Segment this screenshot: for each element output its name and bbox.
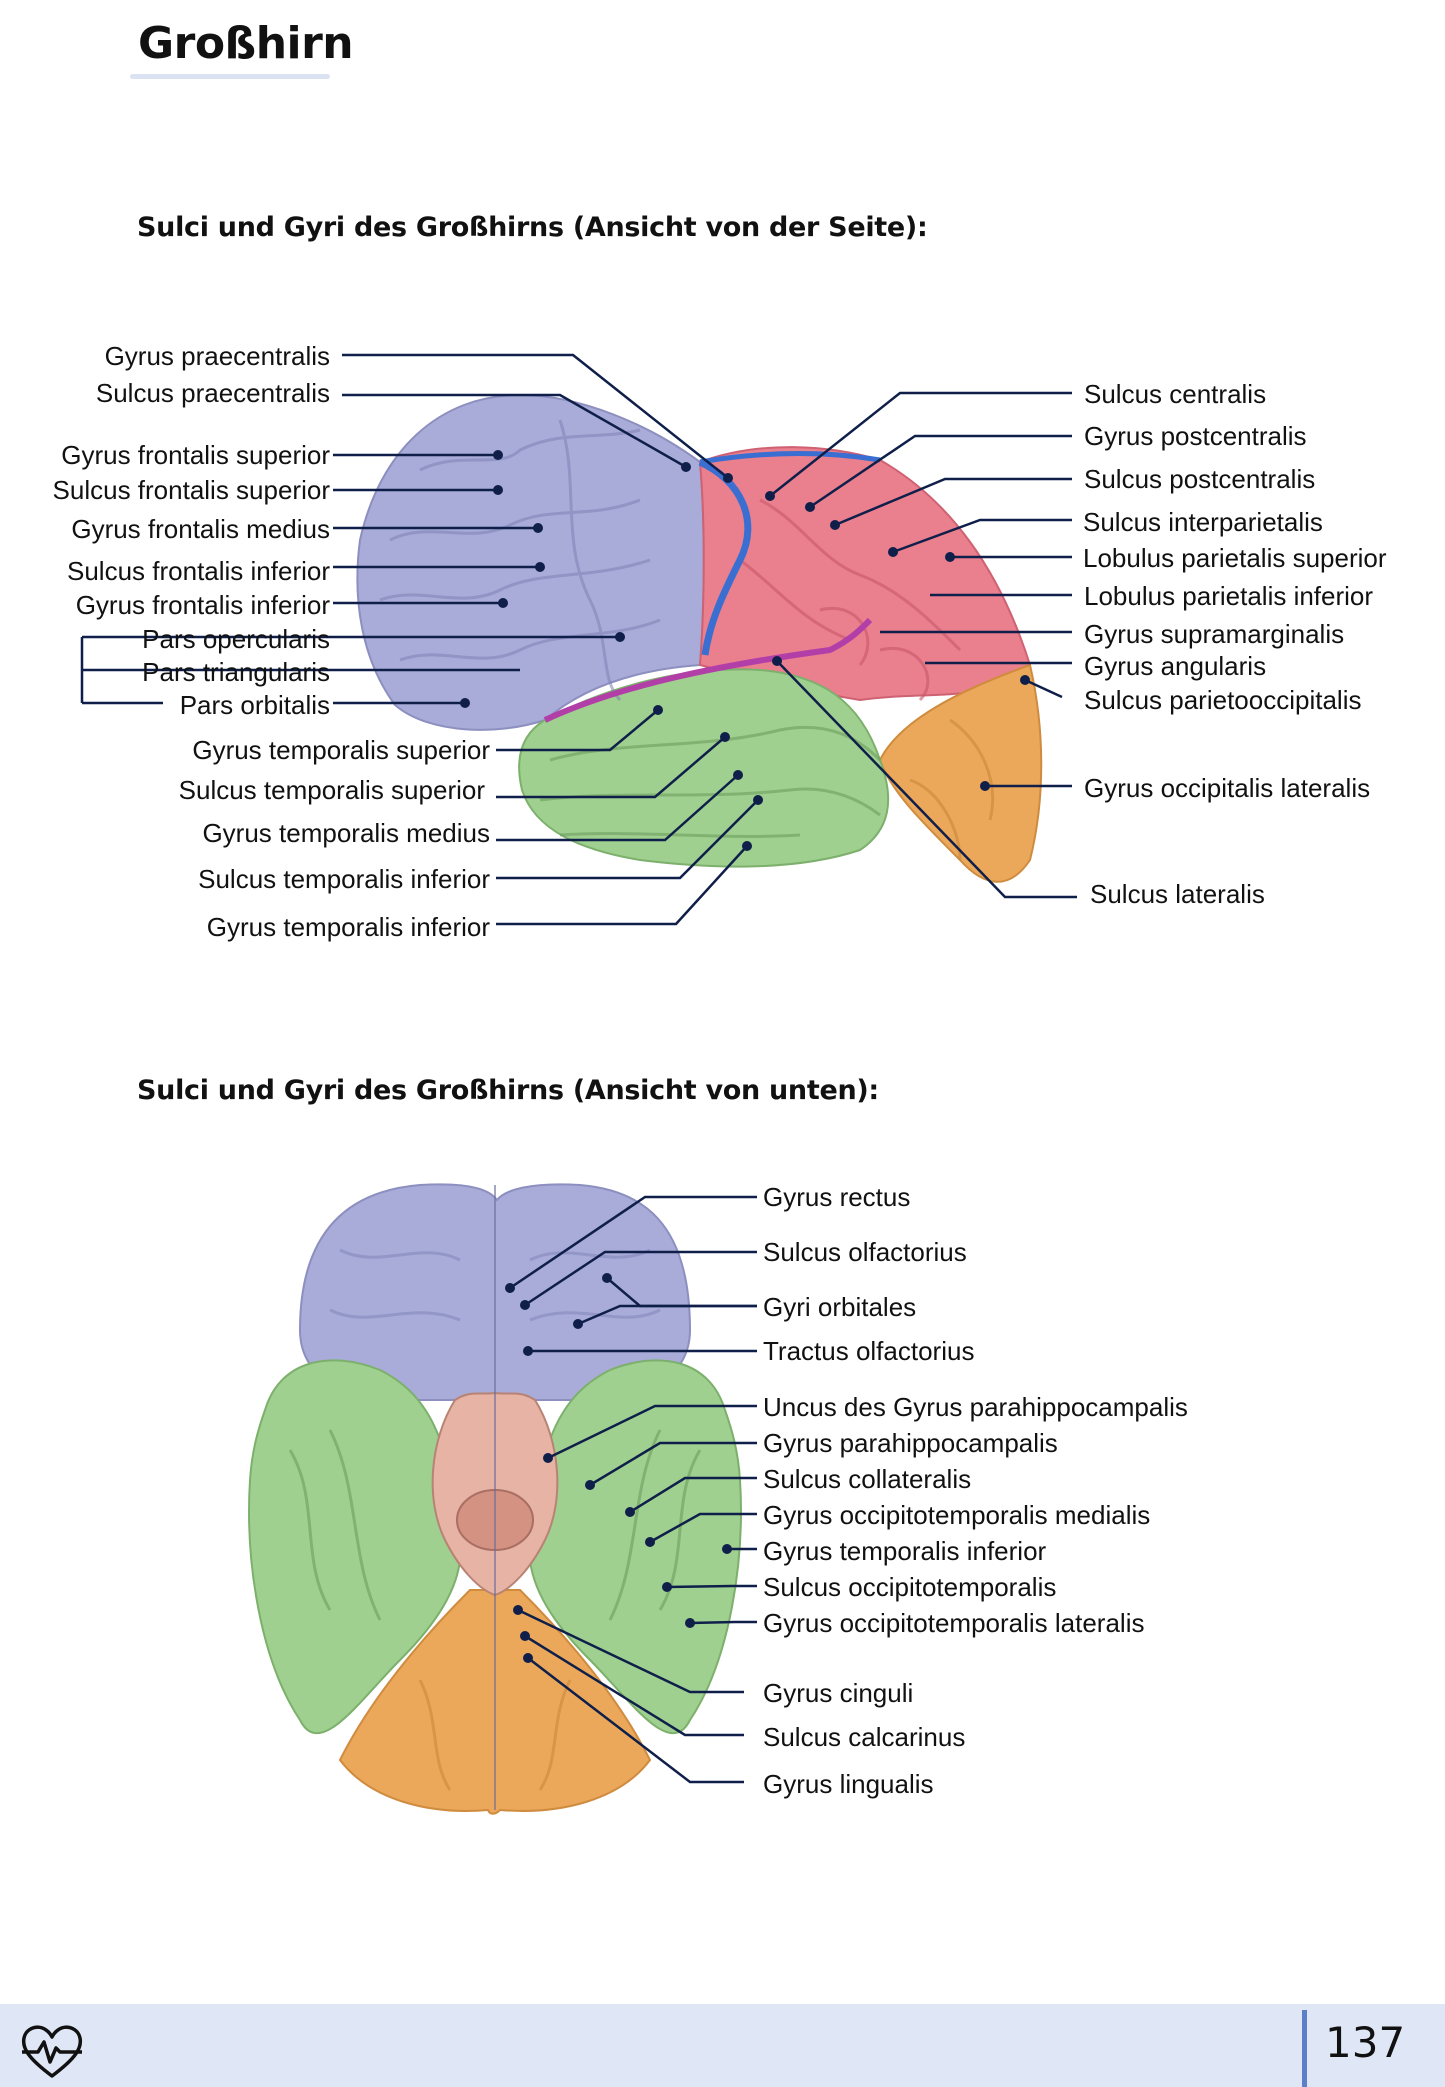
label-sulcus-parietooccipitalis: Sulcus parietooccipitalis bbox=[1084, 685, 1361, 715]
label-pars-opercularis: Pars opercularis bbox=[142, 624, 330, 654]
label-gyrus-occipitotemporalis-lateralis: Gyrus occipitotemporalis lateralis bbox=[763, 1608, 1144, 1638]
page-footer bbox=[0, 2004, 1445, 2087]
label-sulcus-interparietalis: Sulcus interparietalis bbox=[1083, 507, 1323, 537]
label-gyrus-postcentralis: Gyrus postcentralis bbox=[1084, 421, 1307, 451]
lateral-brain-diagram: Gyrus praecentralis Sulcus praecentralis… bbox=[53, 341, 1387, 942]
label-gyrus-parahippocampalis: Gyrus parahippocampalis bbox=[763, 1428, 1058, 1458]
label-sulcus-centralis: Sulcus centralis bbox=[1084, 379, 1266, 409]
label-sulcus-calcarinus: Sulcus calcarinus bbox=[763, 1722, 965, 1752]
section-heading-lateral: Sulci und Gyri des Großhirns (Ansicht vo… bbox=[137, 212, 928, 243]
label-pars-triangularis: Pars triangularis bbox=[142, 657, 330, 687]
label-sulcus-collateralis: Sulcus collateralis bbox=[763, 1464, 971, 1494]
lateral-brain-illustration bbox=[356, 393, 1043, 883]
label-gyrus-temporalis-superior: Gyrus temporalis superior bbox=[192, 735, 490, 765]
label-gyrus-temporalis-inferior-basal: Gyrus temporalis inferior bbox=[763, 1536, 1047, 1566]
label-gyrus-angularis: Gyrus angularis bbox=[1084, 651, 1266, 681]
label-sulcus-praecentralis: Sulcus praecentralis bbox=[96, 378, 330, 408]
sulcus-centralis-line bbox=[698, 458, 752, 656]
section-heading-basal: Sulci und Gyri des Großhirns (Ansicht vo… bbox=[137, 1075, 879, 1106]
label-lobulus-parietalis-superior: Lobulus parietalis superior bbox=[1083, 543, 1387, 573]
label-sulcus-occipitotemporalis: Sulcus occipitotemporalis bbox=[763, 1572, 1056, 1602]
label-gyrus-rectus: Gyrus rectus bbox=[763, 1182, 910, 1212]
label-sulcus-temporalis-superior: Sulcus temporalis superior bbox=[179, 775, 486, 805]
label-gyri-orbitales: Gyri orbitales bbox=[763, 1292, 916, 1322]
label-gyrus-frontalis-superior: Gyrus frontalis superior bbox=[61, 440, 330, 470]
label-tractus-olfactorius: Tractus olfactorius bbox=[763, 1336, 974, 1366]
heart-pulse-icon bbox=[21, 2025, 83, 2078]
label-pars-orbitalis: Pars orbitalis bbox=[180, 690, 330, 720]
label-gyrus-lingualis: Gyrus lingualis bbox=[763, 1769, 934, 1799]
label-gyrus-frontalis-medius: Gyrus frontalis medius bbox=[71, 514, 330, 544]
label-gyrus-cinguli: Gyrus cinguli bbox=[763, 1678, 913, 1708]
label-gyrus-temporalis-inferior: Gyrus temporalis inferior bbox=[207, 912, 491, 942]
label-sulcus-temporalis-inferior: Sulcus temporalis inferior bbox=[198, 864, 490, 894]
label-sulcus-frontalis-inferior: Sulcus frontalis inferior bbox=[67, 556, 330, 586]
temporal-lobe-region bbox=[518, 668, 890, 868]
label-sulcus-lateralis: Sulcus lateralis bbox=[1090, 879, 1265, 909]
temporal-basal-left bbox=[248, 1359, 462, 1735]
label-gyrus-temporalis-medius: Gyrus temporalis medius bbox=[202, 818, 490, 848]
page-number: 137 bbox=[1325, 2018, 1406, 2067]
label-sulcus-postcentralis: Sulcus postcentralis bbox=[1084, 464, 1315, 494]
label-gyrus-occipitalis-lateralis: Gyrus occipitalis lateralis bbox=[1084, 773, 1370, 803]
title-underline bbox=[130, 74, 330, 79]
footer-accent-bar bbox=[1302, 2010, 1307, 2087]
label-gyrus-praecentralis: Gyrus praecentralis bbox=[105, 341, 330, 371]
label-uncus-gyrus-parahippocampalis: Uncus des Gyrus parahippocampalis bbox=[763, 1392, 1188, 1422]
label-sulcus-frontalis-superior: Sulcus frontalis superior bbox=[53, 475, 331, 505]
label-gyrus-supramarginalis: Gyrus supramarginalis bbox=[1084, 619, 1344, 649]
page-title: Großhirn bbox=[138, 18, 354, 69]
label-sulcus-olfactorius: Sulcus olfactorius bbox=[763, 1237, 967, 1267]
label-gyrus-frontalis-inferior: Gyrus frontalis inferior bbox=[76, 590, 331, 620]
label-lobulus-parietalis-inferior: Lobulus parietalis inferior bbox=[1084, 581, 1373, 611]
basal-brain-diagram: Gyrus rectus Sulcus olfactorius Gyri orb… bbox=[248, 1182, 1188, 1815]
label-gyrus-occipitotemporalis-medialis: Gyrus occipitotemporalis medialis bbox=[763, 1500, 1150, 1530]
sulcus-lateralis-line bbox=[543, 617, 873, 723]
basal-brain-illustration bbox=[248, 1183, 742, 1815]
